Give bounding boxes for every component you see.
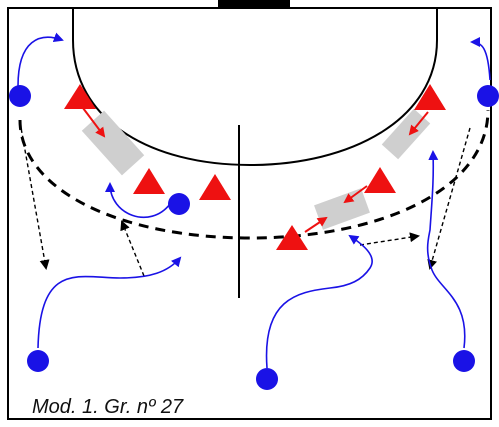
- pass-arrow: [427, 127, 471, 270]
- free-throw-line: [18, 109, 490, 240]
- defender-movement: [304, 216, 328, 233]
- attacker: [9, 85, 31, 107]
- court-border: [7, 7, 492, 420]
- defender: [414, 84, 446, 110]
- pass-arrow: [19, 121, 50, 270]
- attacker: [453, 350, 475, 372]
- attacker-movement: [470, 37, 491, 81]
- attacker-movement: [426, 150, 466, 349]
- attacker-movement: [17, 32, 64, 87]
- defender-movement: [82, 107, 106, 138]
- shaded-zone-right-top: [381, 108, 431, 160]
- defender: [199, 174, 231, 200]
- attacker: [168, 193, 190, 215]
- attacker-movement: [265, 234, 373, 369]
- defender: [133, 168, 165, 194]
- attacker-movement: [37, 256, 182, 349]
- goal-area-line: [72, 8, 438, 167]
- defender: [364, 167, 396, 193]
- attacker: [477, 85, 499, 107]
- defender-movement: [408, 111, 429, 136]
- attacker: [27, 350, 49, 372]
- defender-movement: [343, 185, 368, 204]
- pass-arrow: [120, 220, 145, 277]
- defender: [276, 225, 308, 250]
- diagram-caption: Mod. 1. Gr. nº 27: [32, 396, 184, 418]
- defender: [64, 84, 96, 109]
- shaded-zone-right-bottom: [314, 188, 370, 230]
- goal: [218, 0, 290, 9]
- pass-arrow: [359, 232, 420, 246]
- attacker-movement: [105, 182, 171, 219]
- attacker: [256, 368, 278, 390]
